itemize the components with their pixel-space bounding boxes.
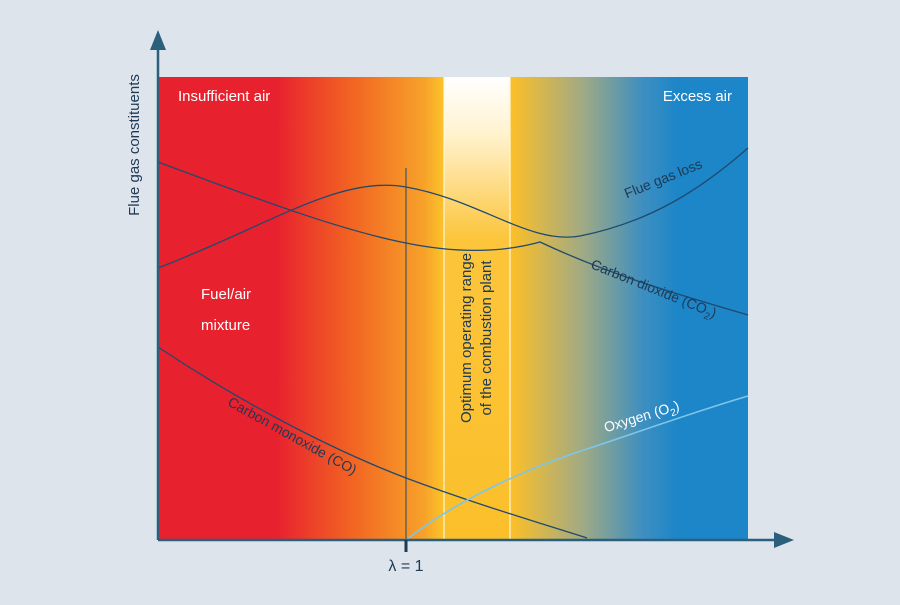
- insufficient-air-label: Insufficient air: [178, 88, 270, 105]
- fuel-air-mixture-line1: Fuel/air: [201, 286, 251, 303]
- carbon-monoxide-curve: [157, 346, 588, 539]
- fuel-air-mixture-line2: mixture: [201, 317, 250, 334]
- lambda-tick-label: λ = 1: [388, 558, 423, 575]
- x-axis-arrow-icon: [774, 532, 794, 548]
- carbon-dioxide-curve: [157, 161, 749, 316]
- carbon-dioxide-label-end: ): [709, 304, 719, 321]
- optimum-range-band: [444, 77, 510, 540]
- y-axis-label: Flue gas constituents: [126, 74, 143, 216]
- carbon-dioxide-label-sub: 2: [702, 311, 712, 323]
- oxygen-label-end: ): [672, 397, 681, 414]
- oxygen-curve: [405, 395, 749, 541]
- excess-air-label: Excess air: [663, 88, 732, 105]
- optimum-range-label-line2: of the combustion plant: [478, 260, 495, 416]
- flue-gas-loss-curve: [157, 147, 749, 269]
- optimum-range-label-line1: Optimum operating range: [458, 253, 475, 423]
- y-axis-arrow-icon: [150, 30, 166, 50]
- oxygen-label-sub: 2: [669, 407, 678, 419]
